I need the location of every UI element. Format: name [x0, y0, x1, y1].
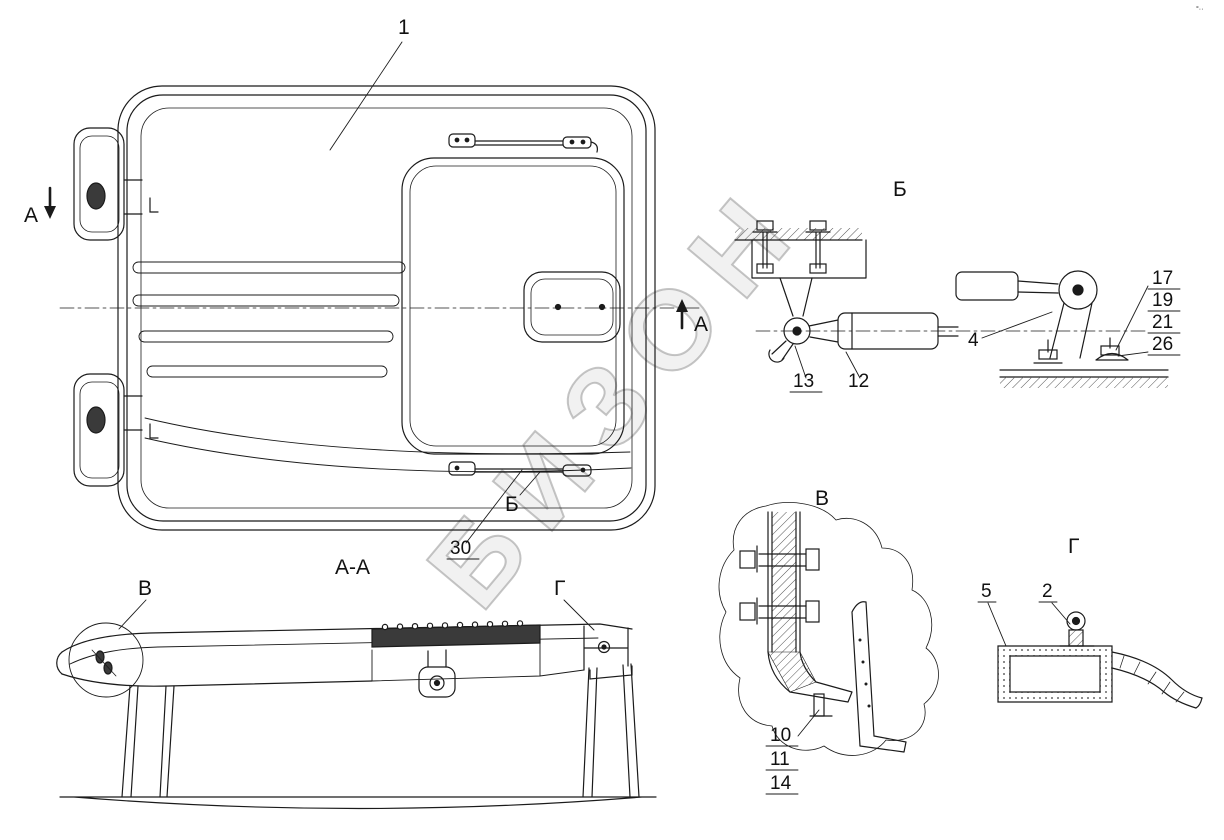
- label-part-12: 12: [848, 371, 869, 392]
- section-aa-title: А-А: [335, 556, 370, 579]
- fastener-stack-labels: 17 19 21 26: [1115, 268, 1181, 357]
- label-detail-v-marker: В: [138, 577, 152, 600]
- hood-top-rod: [448, 133, 598, 153]
- view-g-title: Г: [1068, 535, 1079, 558]
- section-label-a-right: А: [694, 313, 708, 336]
- section-label-a-left: А: [24, 204, 38, 227]
- left-hinge-bottom: [73, 373, 159, 487]
- stand-legs: [59, 663, 657, 810]
- detail-b-view: Б: [734, 178, 1181, 393]
- leaders-b: [794, 311, 1053, 379]
- center-bracket: [418, 649, 456, 698]
- lower-bend: [767, 651, 853, 717]
- view-v-title: В: [815, 487, 829, 510]
- bolt-lower: [739, 597, 820, 625]
- right-end-bracket: [583, 625, 633, 680]
- view-b-title: Б: [893, 178, 907, 201]
- seal-flap: [1111, 651, 1203, 709]
- label-part-13: 13: [793, 371, 814, 392]
- label-part-5: 5: [981, 581, 992, 602]
- hood-bottom-rod: [448, 461, 592, 477]
- label-part-17: 17: [1152, 268, 1173, 289]
- section-a-marks: [44, 186, 688, 330]
- label-detail-g-marker: Г: [554, 577, 565, 600]
- seal-band: [371, 620, 541, 648]
- label-part-10: 10: [770, 725, 791, 746]
- leader-part-1: [329, 41, 403, 151]
- parts-stack-labels: 10 11 14: [765, 709, 820, 795]
- plate-hatch: [735, 228, 862, 240]
- label-part-2: 2: [1042, 581, 1053, 602]
- hood-bottom-curves: [144, 417, 632, 473]
- label-part-4: 4: [968, 330, 979, 351]
- label-part-14: 14: [770, 773, 792, 794]
- panel-channel-section: [767, 511, 801, 653]
- label-part-26: 26: [1152, 334, 1173, 355]
- seal-channel: [997, 645, 1113, 703]
- detail-g-view: Г 5 2: [977, 535, 1203, 709]
- upper-bracket: [751, 220, 867, 317]
- pivot-fork: [768, 317, 839, 363]
- label-part-21: 21: [1152, 312, 1173, 333]
- hood-ribs: [132, 261, 406, 378]
- hood-top-view: А А 1 Б 30: [24, 16, 708, 560]
- base-plate: [999, 337, 1169, 388]
- leader-b-30: [465, 469, 541, 544]
- leaders-aa: [118, 599, 595, 631]
- leaders-g: [987, 602, 1071, 647]
- label-part-30: 30: [450, 538, 471, 559]
- bolt-upper: [739, 545, 820, 573]
- label-part-11: 11: [770, 749, 790, 770]
- break-boundary: [718, 502, 939, 756]
- rod-end-assembly: [955, 270, 1098, 359]
- label-part-19: 19: [1152, 290, 1173, 311]
- section-aa-view: А-А: [56, 556, 657, 810]
- hood-hatch-panel: [401, 157, 625, 455]
- label-detail-b-marker: Б: [505, 493, 519, 516]
- detail-v-view: В: [718, 487, 939, 795]
- detail-v-circle: [68, 622, 144, 698]
- left-hinge-top: [73, 127, 159, 241]
- label-part-1: 1: [398, 16, 410, 39]
- corner-mark: °··: [1196, 5, 1203, 13]
- seal-clip: [1059, 611, 1095, 647]
- right-wall: [851, 601, 907, 753]
